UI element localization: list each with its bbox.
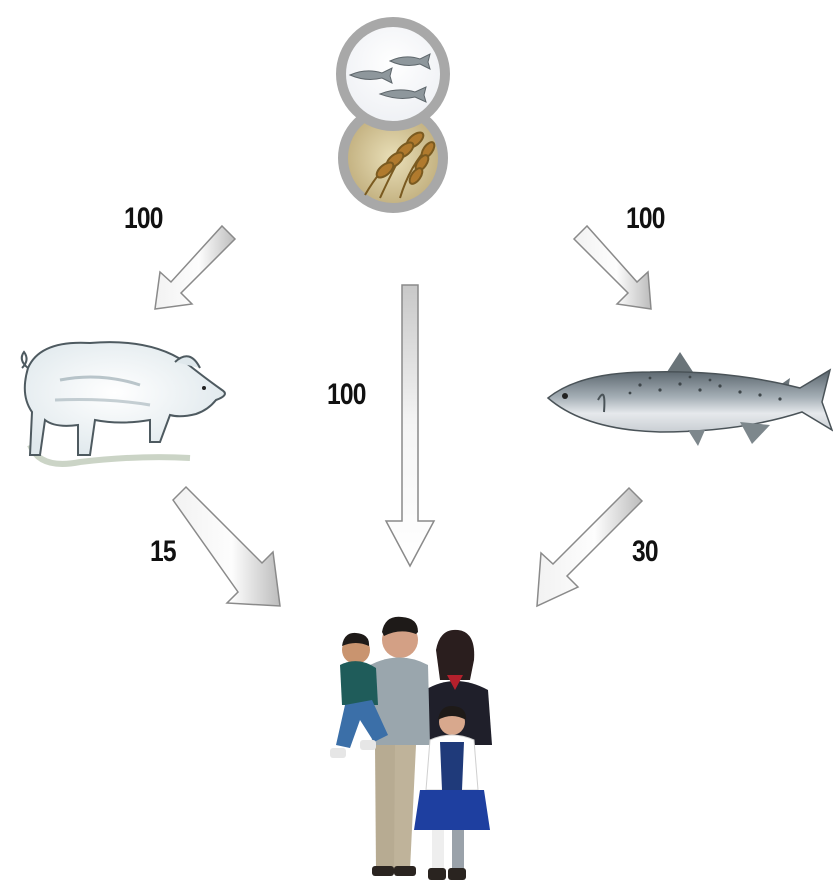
arrow-source-to-pig — [155, 226, 235, 309]
arrow-source-to-salmon — [574, 226, 651, 309]
salmon-icon — [548, 352, 832, 446]
family-icon — [330, 617, 492, 880]
label-salmon-to-human: 30 — [632, 535, 658, 569]
label-source-to-salmon: 100 — [626, 202, 665, 236]
label-pig-to-human: 15 — [150, 535, 176, 569]
fish-school-icon — [341, 22, 445, 126]
arrow-source-to-human — [386, 285, 434, 566]
label-source-to-human: 100 — [327, 378, 366, 412]
pig-icon — [22, 342, 225, 464]
label-source-to-pig: 100 — [124, 202, 163, 236]
arrow-pig-to-human — [173, 487, 280, 606]
source-node — [341, 22, 445, 208]
arrow-salmon-to-human — [537, 488, 642, 606]
